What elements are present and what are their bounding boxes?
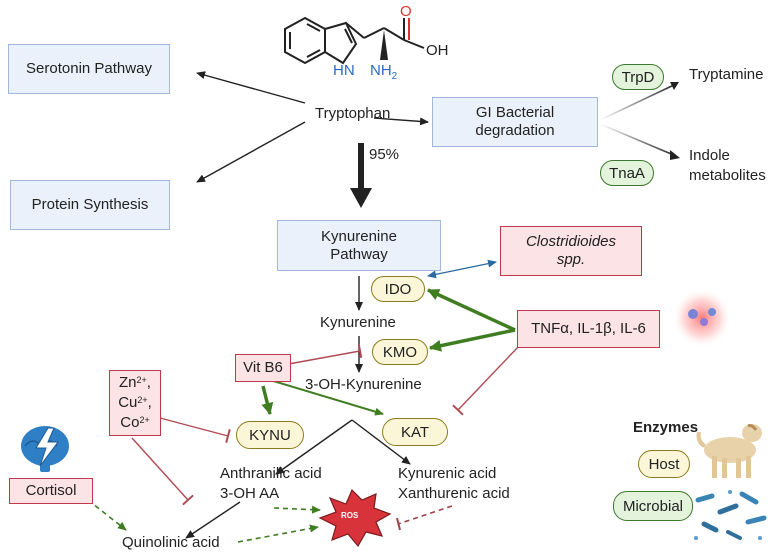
clostridioides-ido-link bbox=[427, 259, 497, 279]
enzyme-kat: KAT bbox=[382, 418, 448, 446]
tryptamine-label: Tryptamine bbox=[689, 66, 764, 83]
copper-label: Cu2+, bbox=[118, 394, 152, 411]
dashed-inhibition bbox=[397, 505, 453, 525]
quinolinic-acid-label: Quinolinic acid bbox=[122, 534, 220, 551]
cytokines-box: TNFα, IL-1β, IL-6 bbox=[517, 310, 660, 348]
cobalt-label: Co2+ bbox=[120, 414, 150, 431]
protein-synthesis-label: Protein Synthesis bbox=[31, 196, 149, 213]
oh-kynurenine-label: 3-OH-Kynurenine bbox=[305, 376, 422, 393]
serotonin-pathway-box: Serotonin Pathway bbox=[8, 44, 170, 94]
kynurenine-pathway-box: Kynurenine Pathway bbox=[277, 220, 441, 271]
gi-arrows bbox=[599, 83, 677, 157]
protein-synthesis-box: Protein Synthesis bbox=[10, 180, 170, 230]
arrowhead-indole bbox=[670, 150, 680, 160]
dashed-inhibition-tee bbox=[396, 517, 401, 531]
atom-oh: OH bbox=[426, 42, 449, 59]
enzyme-ido: IDO bbox=[371, 276, 425, 302]
enzyme-tnaa: TnaA bbox=[600, 160, 654, 186]
atom-hn: HN bbox=[333, 62, 355, 79]
metal-ions-box: Zn2+, Cu2+, Co2+ bbox=[109, 370, 161, 436]
legend-title: Enzymes bbox=[633, 419, 699, 436]
serotonin-pathway-label: Serotonin Pathway bbox=[26, 60, 152, 77]
activation-arrows bbox=[261, 288, 516, 416]
legend-host: Host bbox=[638, 450, 690, 478]
kynurenine-label: Kynurenine bbox=[320, 314, 396, 331]
percent-label: 95% bbox=[369, 146, 400, 163]
dog-icon bbox=[696, 424, 762, 478]
cortisol-box: Cortisol bbox=[9, 478, 93, 504]
dashed-activation-arrows bbox=[87, 499, 321, 543]
pathway-label: Pathway bbox=[330, 245, 388, 263]
gi-degradation-label: degradation bbox=[475, 122, 555, 139]
ros-burst-icon bbox=[318, 488, 392, 548]
clostridioides-box: Clostridioides spp. bbox=[500, 226, 642, 276]
gi-bacterial-label: GI Bacterial bbox=[475, 104, 555, 121]
stereo-wedge bbox=[380, 30, 388, 60]
kynurenine-arrows bbox=[185, 276, 411, 539]
cytokine-glow-icon bbox=[672, 288, 732, 348]
enzyme-trpd: TrpD bbox=[612, 64, 664, 90]
brain-lightning-icon bbox=[21, 426, 69, 472]
main-flux-arrowhead bbox=[350, 188, 372, 208]
atom-o: O bbox=[400, 3, 412, 20]
ros-label: ROS bbox=[341, 511, 359, 520]
atom-nh2: NH2 bbox=[370, 62, 398, 82]
gi-bacterial-box: GI Bacterial degradation bbox=[432, 97, 598, 147]
legend-microbial: Microbial bbox=[613, 491, 693, 521]
kynurenine-pathway-label: Kynurenine bbox=[321, 227, 397, 245]
tryptophan-label: Tryptophan bbox=[315, 105, 391, 122]
arrowhead-tryptamine bbox=[670, 82, 679, 90]
tryptophan-arrows bbox=[196, 71, 429, 183]
zinc-label: Zn2+, bbox=[119, 374, 151, 391]
vitb6-box: Vit B6 bbox=[235, 354, 291, 382]
bacteria-icon bbox=[694, 490, 767, 540]
enzyme-kmo: KMO bbox=[372, 339, 428, 365]
tryptophan-structure bbox=[284, 16, 425, 65]
enzyme-kynu: KYNU bbox=[236, 421, 304, 449]
